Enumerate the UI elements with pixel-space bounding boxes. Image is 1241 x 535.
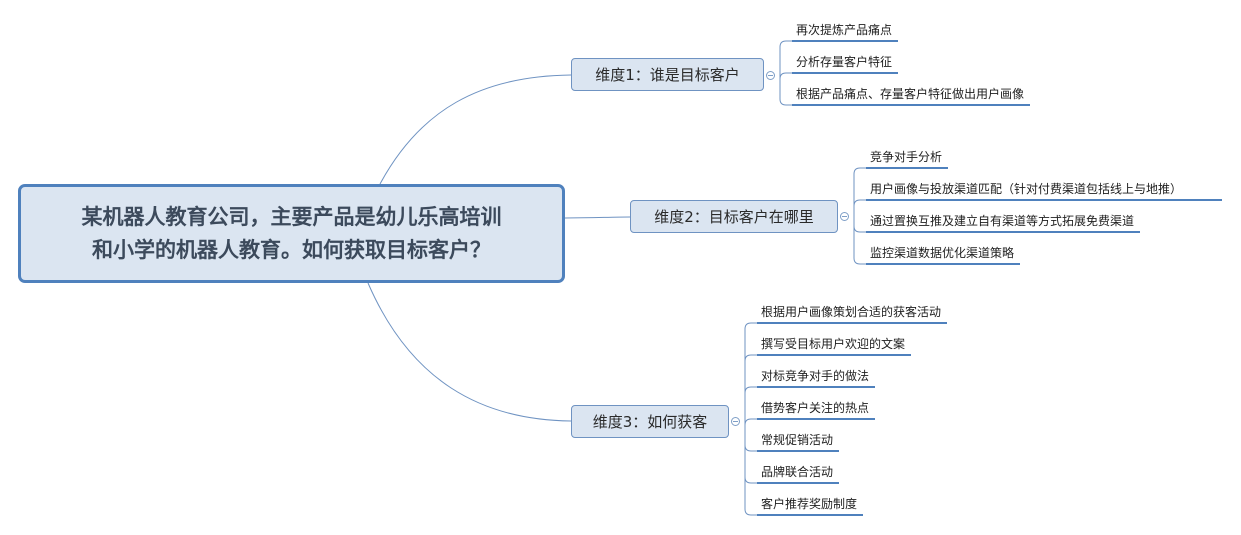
connector-branch2-leaf-1 [853, 199, 866, 216]
leaf-item[interactable]: 分析存量客户特征 [792, 52, 899, 74]
connector-branch3-leaf-2 [744, 386, 757, 421]
leaf-item[interactable]: 用户画像与投放渠道匹配（针对付费渠道包括线上与地推） [866, 179, 1222, 201]
connector-branch2-leaf-0 [853, 167, 866, 216]
collapse-toggle-icon[interactable] [840, 212, 849, 221]
connector-branch1-leaf-2 [779, 75, 792, 106]
central-topic-line1: 某机器人教育公司，主要产品是幼儿乐高培训 [81, 204, 502, 229]
connector-central-branch2 [564, 216, 631, 219]
connector-branch3-leaf-6 [744, 421, 757, 516]
central-topic-line2: 和小学的机器人教育。如何获取目标客户？ [92, 237, 491, 262]
connector-branch2-leaf-2 [853, 216, 866, 233]
collapse-toggle-icon[interactable] [766, 71, 775, 80]
leaf-item[interactable]: 通过置换互推及建立自有渠道等方式拓展免费渠道 [866, 211, 1141, 233]
leaf-item[interactable]: 对标竞争对手的做法 [757, 366, 876, 388]
branch-label: 维度1：谁是目标客户 [595, 66, 740, 84]
collapse-toggle-icon[interactable] [731, 417, 740, 426]
leaf-item[interactable]: 借势客户关注的热点 [757, 398, 876, 420]
branch-who-is-target-customer[interactable]: 维度1：谁是目标客户 [571, 58, 764, 91]
connector-central-branch3 [367, 282, 572, 422]
connector-branch3-leaf-0 [744, 322, 757, 421]
leaf-item[interactable]: 再次提炼产品痛点 [792, 20, 899, 42]
leaf-item[interactable]: 品牌联合活动 [757, 462, 840, 484]
connector-branch1-leaf-1 [779, 72, 792, 80]
leaf-item[interactable]: 竞争对手分析 [866, 147, 949, 169]
connector-branch3-leaf-1 [744, 354, 757, 421]
connector-branch1-leaf-0 [779, 40, 792, 75]
central-topic[interactable]: 某机器人教育公司，主要产品是幼儿乐高培训 和小学的机器人教育。如何获取目标客户？ [18, 184, 565, 283]
leaf-item[interactable]: 撰写受目标用户欢迎的文案 [757, 334, 912, 356]
branch-how-to-acquire[interactable]: 维度3：如何获客 [571, 405, 729, 438]
branch-label: 维度3：如何获客 [592, 413, 708, 431]
leaf-item[interactable]: 根据用户画像策划合适的获客活动 [757, 302, 948, 324]
connector-branch3-leaf-4 [744, 421, 757, 452]
branch-label: 维度2：目标客户在哪里 [654, 208, 814, 226]
connector-branch3-leaf-3 [744, 418, 757, 426]
branch-where-is-target-customer[interactable]: 维度2：目标客户在哪里 [630, 200, 838, 233]
leaf-item[interactable]: 常规促销活动 [757, 430, 840, 452]
leaf-item[interactable]: 根据产品痛点、存量客户特征做出用户画像 [792, 84, 1031, 106]
leaf-item[interactable]: 监控渠道数据优化渠道策略 [866, 243, 1021, 265]
leaf-item[interactable]: 客户推荐奖励制度 [757, 494, 864, 516]
connector-central-branch1 [379, 74, 572, 185]
connector-branch3-leaf-5 [744, 421, 757, 484]
connector-branch2-leaf-3 [853, 216, 866, 265]
